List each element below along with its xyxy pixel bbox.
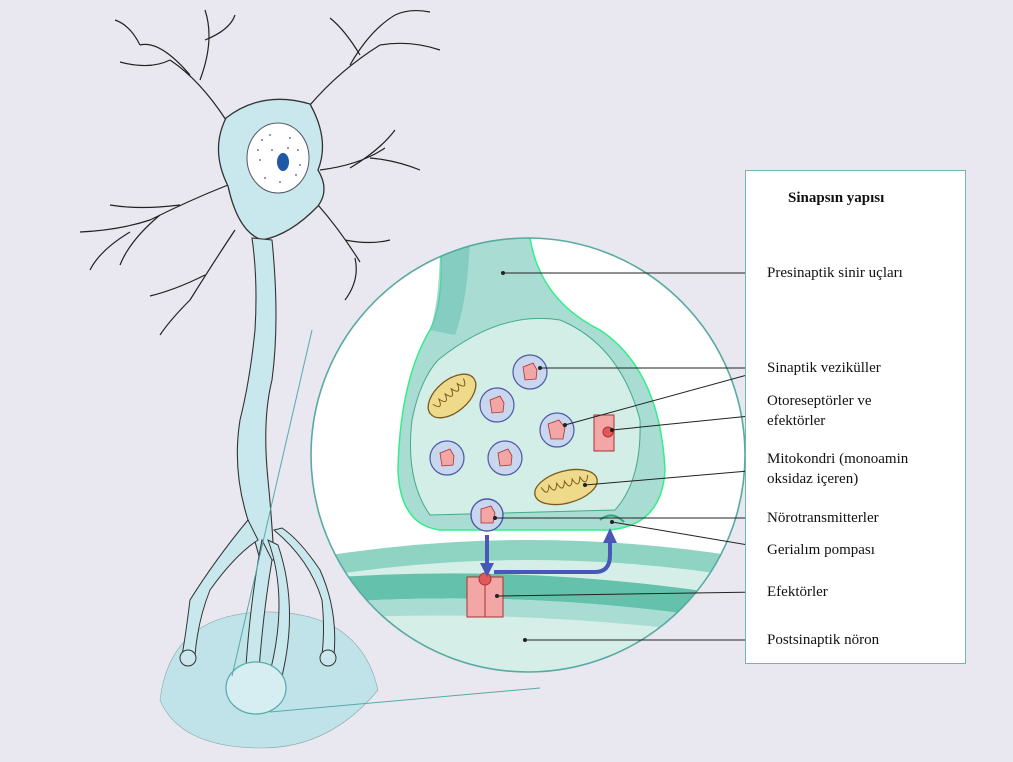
label-mitochondria-line1: Mitokondri (monoamin <box>767 449 908 469</box>
vesicle <box>480 388 514 422</box>
label-postsynaptic: Postsinaptik nöron <box>767 630 879 650</box>
label-vesicles: Sinaptik veziküller <box>767 358 881 378</box>
vesicle <box>488 441 522 475</box>
vesicle <box>540 413 574 447</box>
docking-vesicle <box>471 499 503 531</box>
label-autoreceptors-line1: Otoreseptörler ve <box>767 391 872 411</box>
vesicle <box>513 355 547 389</box>
label-reuptake-pump: Gerialım pompası <box>767 540 875 560</box>
vesicle <box>430 441 464 475</box>
label-neurotransmitters: Nörotransmitterler <box>767 508 879 528</box>
label-autoreceptors-line2: efektörler <box>767 411 825 431</box>
label-mitochondria-line2: oksidaz içeren) <box>767 469 858 489</box>
nucleus <box>247 123 309 193</box>
label-effectors: Efektörler <box>767 582 828 602</box>
legend-title: Sinapsın yapısı <box>788 190 884 207</box>
magnified-synapse <box>300 238 760 700</box>
label-presynaptic: Presinaptik sinir uçları <box>767 263 903 283</box>
autoreceptor <box>594 415 614 451</box>
